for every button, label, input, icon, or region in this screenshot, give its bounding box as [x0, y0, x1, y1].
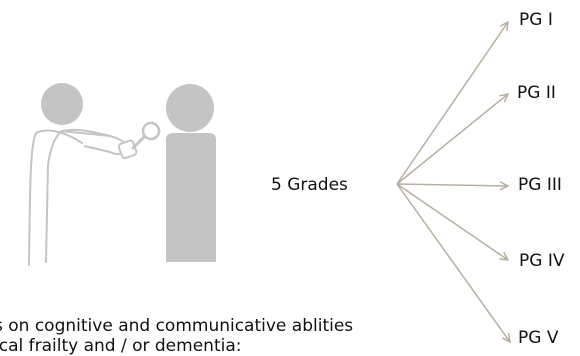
- arrow-to-pg-iv: [396, 183, 508, 260]
- grade-label-pg-v: PG V: [518, 328, 559, 348]
- body-text-line: ical frailty and / or dementia:: [0, 336, 242, 356]
- arrow-to-pg-v: [396, 183, 510, 342]
- grade-label-pg-iv: PG IV: [519, 251, 565, 271]
- magnifier-icon: [131, 121, 161, 150]
- patient-figure-icon: [166, 84, 216, 262]
- arrow-to-pg-ii: [396, 94, 508, 185]
- arrow-to-pg-i: [396, 22, 508, 185]
- grade-label-pg-iii: PG III: [518, 175, 562, 195]
- body-text-line: s on cognitive and communicative ablitie…: [0, 316, 354, 336]
- grade-label-pg-i: PG I: [519, 10, 553, 30]
- grade-arrows: [396, 22, 510, 342]
- grade-label-pg-ii: PG II: [517, 83, 556, 103]
- arrow-to-pg-iii: [396, 184, 508, 186]
- center-label: 5 Grades: [271, 175, 348, 195]
- examiner-figure-icon: [28, 83, 138, 266]
